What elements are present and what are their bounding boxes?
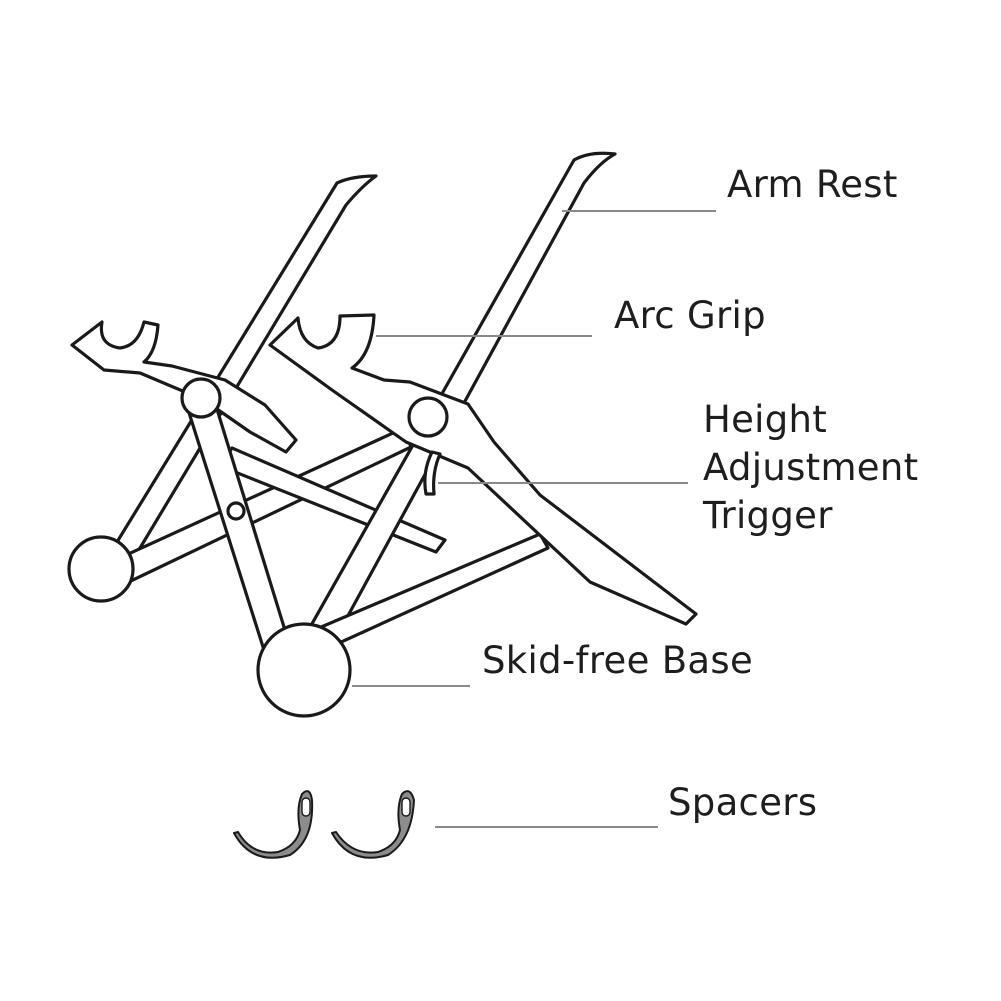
- label-spacers: Spacers: [668, 779, 817, 827]
- label-arm-rest: Arm Rest: [727, 161, 898, 209]
- spacer-left: [234, 791, 312, 858]
- back-wheel: [69, 537, 133, 601]
- front-wheel: [258, 624, 350, 716]
- label-arc-grip: Arc Grip: [614, 292, 766, 340]
- spacer-right: [332, 791, 414, 858]
- back-hub: [182, 379, 220, 417]
- pivot-rivet: [228, 503, 244, 519]
- label-skid-free-base: Skid-free Base: [482, 637, 753, 685]
- front-hub: [409, 398, 447, 436]
- label-height-adjustment-trigger: Height Adjustment Trigger: [703, 396, 918, 540]
